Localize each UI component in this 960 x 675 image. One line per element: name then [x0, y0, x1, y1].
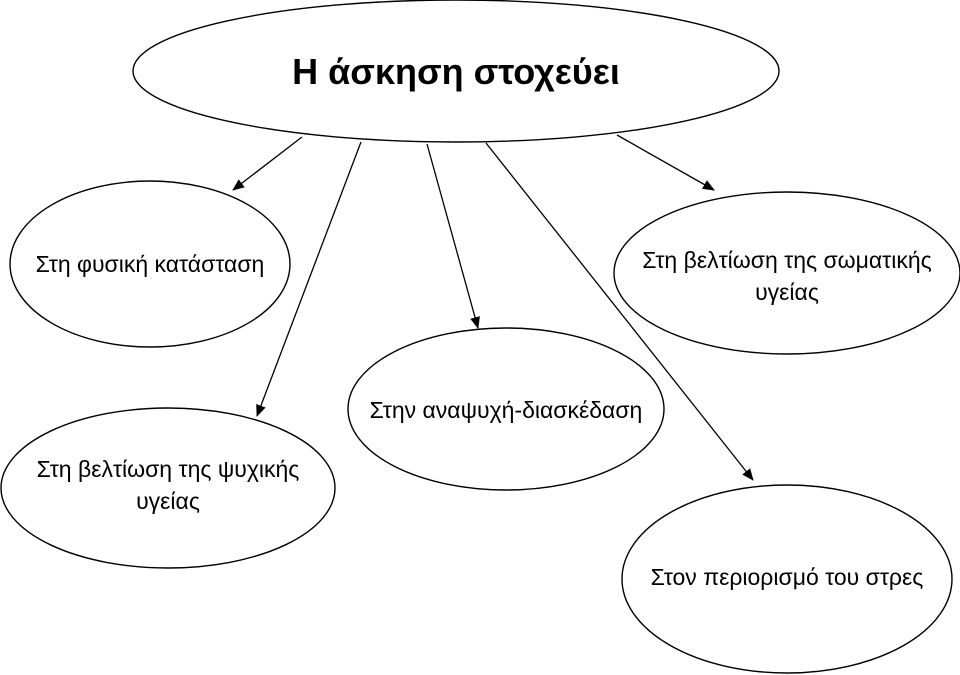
node-recreation: Στην αναψυχή-διασκέδαση — [347, 327, 665, 491]
edge-root-to-stress — [485, 142, 754, 481]
physical-health-label-line1: Στη βελτίωση της σωματικής — [642, 247, 932, 273]
edges — [232, 134, 754, 481]
physical-health-label-line2: υγείας — [755, 279, 819, 305]
node-mental-health: Στη βελτίωση της ψυχικής υγείας — [0, 407, 336, 569]
stress-label: Στον περιορισμό του στρες — [651, 564, 924, 590]
mental-health-ellipse — [0, 407, 336, 569]
recreation-label: Στην αναψυχή-διασκέδαση — [370, 397, 643, 423]
node-physical-health: Στη βελτίωση της σωματικής υγείας — [613, 191, 960, 355]
edge-root-to-physical-health — [616, 134, 715, 191]
recreation-ellipse — [347, 327, 665, 491]
root-node: Η άσκηση στοχεύει — [132, 0, 780, 143]
mental-health-label-line1: Στη βελτίωση της ψυχικής — [37, 456, 300, 482]
mental-health-label-line2: υγείας — [136, 488, 200, 514]
node-fitness: Στη φυσική κατάσταση — [9, 180, 291, 348]
fitness-label: Στη φυσική κατάσταση — [36, 251, 265, 277]
edge-root-to-fitness — [232, 136, 303, 191]
root-label: Η άσκηση στοχεύει — [292, 51, 620, 92]
edge-root-to-recreation — [426, 143, 480, 329]
fitness-ellipse — [9, 180, 291, 348]
edge-root-to-mental-health — [256, 141, 362, 417]
node-stress: Στον περιορισμό του στρες — [621, 484, 953, 674]
stress-ellipse — [621, 484, 953, 674]
physical-health-ellipse — [613, 191, 960, 355]
root-ellipse — [132, 0, 780, 143]
